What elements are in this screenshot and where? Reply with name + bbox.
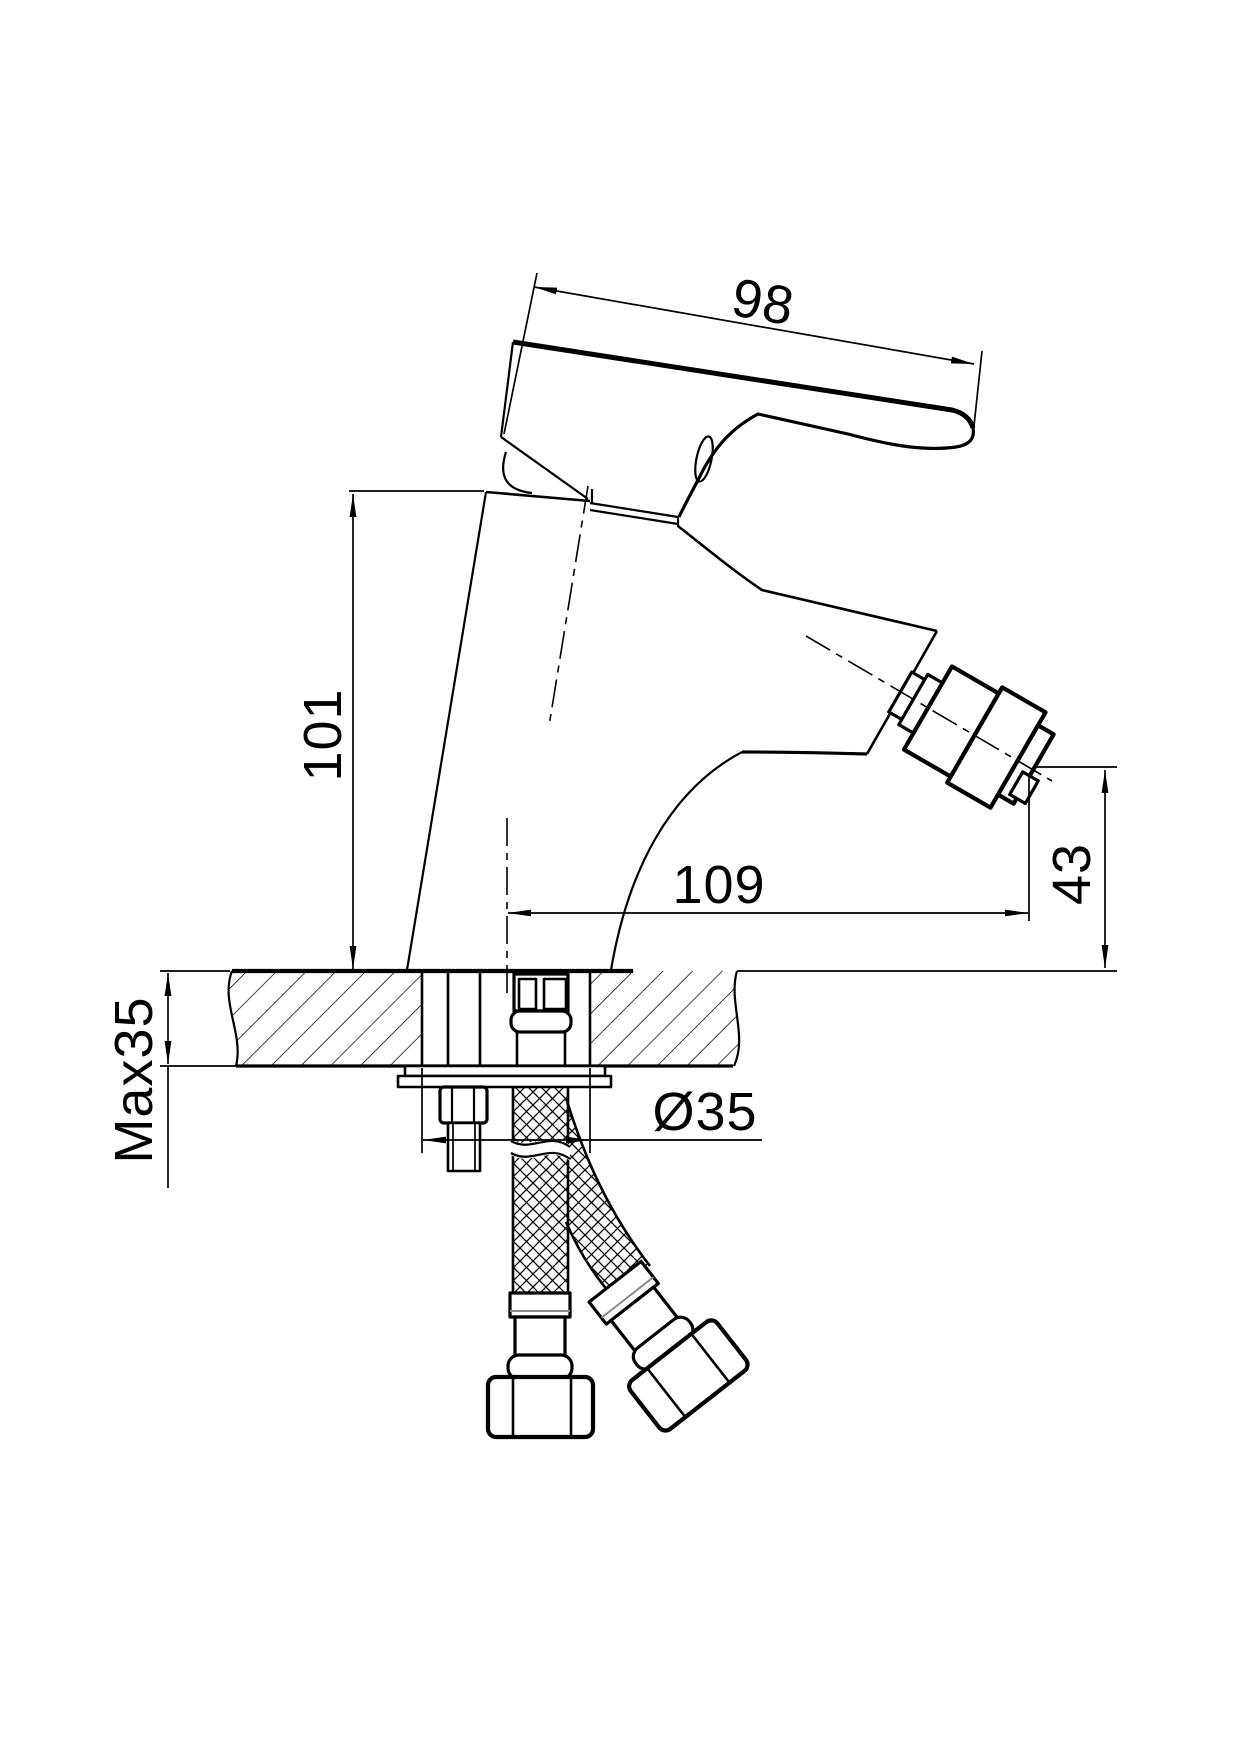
body-cap-top bbox=[485, 490, 591, 503]
dim101-label: 101 bbox=[293, 688, 353, 781]
connector-window-left bbox=[517, 977, 538, 1011]
connector-window-right bbox=[542, 977, 568, 1011]
mounting-nut bbox=[438, 1085, 489, 1125]
horseshoe-flange bbox=[396, 1064, 613, 1089]
dimension-body-height: 101 bbox=[293, 490, 484, 969]
hose1-ferrule bbox=[508, 1291, 572, 1319]
hose2-edge-right bbox=[564, 1097, 652, 1267]
braided-hose-vertical bbox=[485, 1087, 596, 1440]
deck-break-edge-left bbox=[227, 970, 239, 1067]
aerator-outlet-nub bbox=[1008, 770, 1040, 806]
hose2-hex-nut bbox=[627, 1318, 750, 1433]
hose1-tube bbox=[513, 1315, 567, 1359]
lever-joint-oval bbox=[694, 435, 714, 483]
body-left-edge bbox=[405, 491, 488, 971]
mounting-deck-section bbox=[227, 968, 741, 1068]
centerlines bbox=[506, 485, 1053, 996]
hose1-hex-nut bbox=[485, 1374, 596, 1440]
spout-underside bbox=[741, 750, 868, 756]
hose2-nut-facet-left bbox=[647, 1369, 686, 1417]
dim98-label: 98 bbox=[727, 267, 799, 337]
dimension-spout-reach: 109 bbox=[508, 774, 1030, 921]
dimMax35-label: Max35 bbox=[104, 996, 164, 1163]
dimension-handle-length: 98 bbox=[503, 267, 983, 436]
dimension-deck-thickness: Max35 bbox=[104, 970, 236, 1188]
dim98-ext-left bbox=[503, 272, 538, 435]
spout-axis-centerline bbox=[805, 635, 1053, 782]
hose2-nut-facet-right bbox=[691, 1334, 730, 1382]
body-underspout-edge bbox=[609, 751, 743, 971]
flange-upper-plate bbox=[403, 1064, 607, 1078]
lever-left-edge bbox=[499, 341, 515, 438]
dim98-line bbox=[533, 286, 975, 365]
hose2-ferrule-seam bbox=[600, 1276, 655, 1319]
connector-collar bbox=[509, 1009, 573, 1034]
aerator-outlet bbox=[887, 664, 1056, 810]
deck-break-edge-right bbox=[733, 970, 741, 1067]
body-seam-top bbox=[589, 501, 679, 519]
lever-dome-arc bbox=[502, 451, 533, 495]
lever-base-wedge bbox=[500, 436, 589, 500]
flange-lower-plate bbox=[396, 1074, 613, 1089]
dimension-hole-diameter: Ø35 bbox=[421, 1068, 762, 1153]
lever-tip-and-underside bbox=[677, 412, 975, 518]
hose2-braid bbox=[566, 1098, 650, 1300]
hose1-break-line-bottom bbox=[510, 1151, 571, 1160]
body-seam-bottom bbox=[589, 508, 679, 526]
dim35-label: Ø35 bbox=[652, 1082, 757, 1142]
hose-connectors-in-hole bbox=[509, 972, 573, 1066]
dim43-label: 43 bbox=[1042, 843, 1102, 905]
deck-hatch-right bbox=[590, 971, 740, 1066]
dim98-ext-right bbox=[972, 350, 983, 436]
threaded-stud bbox=[446, 972, 482, 1066]
hose1-braid bbox=[513, 1087, 568, 1293]
aerator-end-cap bbox=[995, 723, 1056, 806]
mounting-nut-assembly bbox=[438, 1085, 489, 1173]
spout-top-edge bbox=[677, 524, 938, 633]
lever-top-edge bbox=[512, 339, 976, 429]
dim109-label: 109 bbox=[672, 855, 765, 915]
deck-hatch-left bbox=[228, 971, 422, 1066]
braided-hose-angled bbox=[564, 1097, 750, 1433]
lever-handle bbox=[499, 339, 976, 518]
dimension-outlet-height: 43 bbox=[737, 766, 1117, 972]
body-axis-centerline bbox=[548, 485, 589, 727]
